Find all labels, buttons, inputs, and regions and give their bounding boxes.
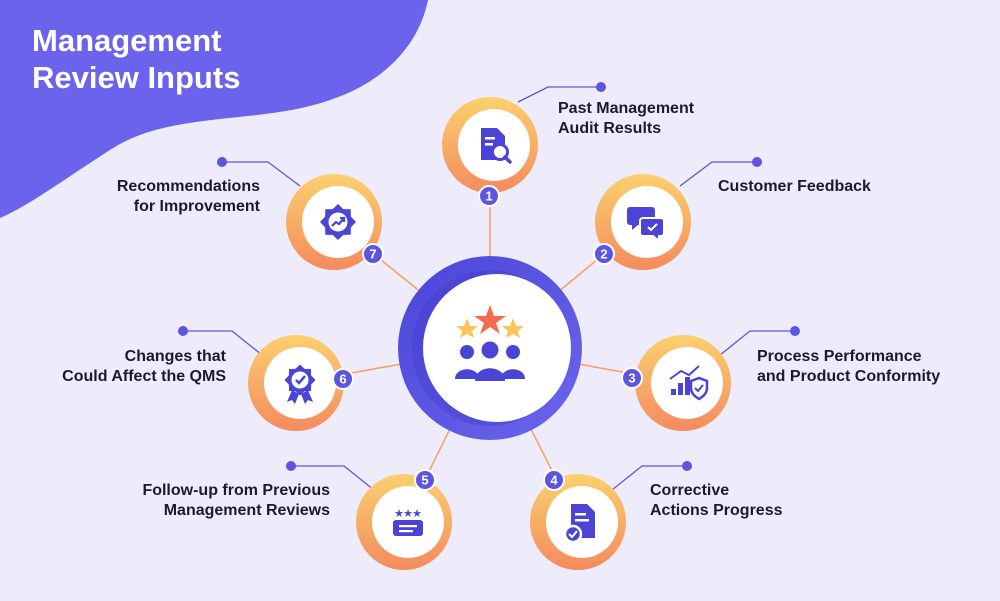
leader-dot [178, 326, 188, 336]
label-line-2: Could Affect the QMS [62, 368, 226, 385]
document-check-icon [563, 504, 595, 544]
label-line-1: Corrective [650, 482, 730, 499]
team-stars-icon [455, 305, 525, 381]
leader-line [611, 465, 687, 491]
input-node-2: 2 [593, 174, 691, 270]
title-line-1: Management [32, 23, 222, 58]
badge-number: 6 [339, 372, 346, 387]
label-line-2: Actions Progress [650, 502, 783, 519]
leader-dot [682, 461, 692, 471]
number-badge-1: 1 [478, 185, 500, 207]
number-badge-3: 3 [621, 367, 643, 389]
badge-number: 4 [550, 473, 558, 488]
rating-review-icon: ★★★ [393, 507, 423, 536]
document-search-icon [481, 128, 512, 164]
svg-text:★: ★ [412, 507, 422, 520]
label-line-2: and Product Conformity [757, 368, 941, 385]
leader-dot [217, 157, 227, 167]
label-line-1: Follow-up from Previous [142, 482, 330, 499]
label-line-1: Changes that [124, 348, 226, 365]
svg-text:★: ★ [394, 507, 404, 520]
input-node-1: 1 [442, 97, 538, 207]
number-badge-6: 6 [332, 368, 354, 390]
input-node-4: 4 [530, 469, 626, 570]
leader-line [183, 330, 263, 356]
leader-line [222, 161, 301, 187]
label-input-1: Past Management Audit Results [558, 99, 694, 139]
growth-chart-shield-icon [669, 365, 709, 401]
badge-number: 7 [369, 247, 376, 262]
label-line-1: Recommendations [116, 178, 260, 195]
label-line-1: Past Management [558, 100, 695, 117]
number-badge-7: 7 [362, 243, 384, 265]
label-input-2: Customer Feedback [718, 177, 871, 197]
label-line-1: Process Performance [757, 348, 922, 365]
input-node-7: 7 [286, 174, 384, 270]
label-input-3: Process Performance and Product Conformi… [757, 347, 940, 387]
badge-number: 1 [485, 189, 492, 204]
number-badge-4: 4 [543, 469, 565, 491]
leader-line [679, 161, 757, 187]
input-node-6: 6 [248, 335, 354, 431]
label-line-1: Customer Feedback [718, 178, 871, 195]
header-blob [0, 0, 428, 218]
title-line-2: Review Inputs [32, 60, 241, 95]
label-input-7: Recommendations for Improvement [117, 177, 260, 217]
page-title: Management Review Inputs [32, 22, 332, 96]
svg-text:★: ★ [403, 507, 413, 520]
leader-line [291, 465, 375, 491]
label-line-2: Audit Results [558, 120, 662, 137]
leader-dot [596, 82, 606, 92]
badge-number: 5 [421, 473, 428, 488]
leader-dot [286, 461, 296, 471]
badge-number: 2 [600, 247, 607, 262]
label-input-4: Corrective Actions Progress [650, 481, 782, 521]
leader-line [517, 86, 601, 103]
leader-line [719, 330, 795, 356]
quality-badge-icon [284, 364, 316, 404]
leader-dot [790, 326, 800, 336]
number-badge-2: 2 [593, 243, 615, 265]
input-node-3: 3 [621, 335, 731, 431]
label-line-2: Management Reviews [163, 502, 330, 519]
improvement-gear-icon [320, 204, 356, 240]
leader-dot [752, 157, 762, 167]
label-input-6: Changes that Could Affect the QMS [62, 347, 226, 387]
input-node-5: ★★★5 [356, 469, 452, 570]
badge-number: 3 [628, 371, 635, 386]
label-line-2: for Improvement [133, 198, 260, 215]
leader-lines [178, 82, 800, 491]
label-input-5: Follow-up from Previous Management Revie… [142, 481, 330, 521]
center-hub [398, 256, 582, 440]
chat-bubbles-icon [627, 207, 665, 244]
number-badge-5: 5 [414, 469, 436, 491]
